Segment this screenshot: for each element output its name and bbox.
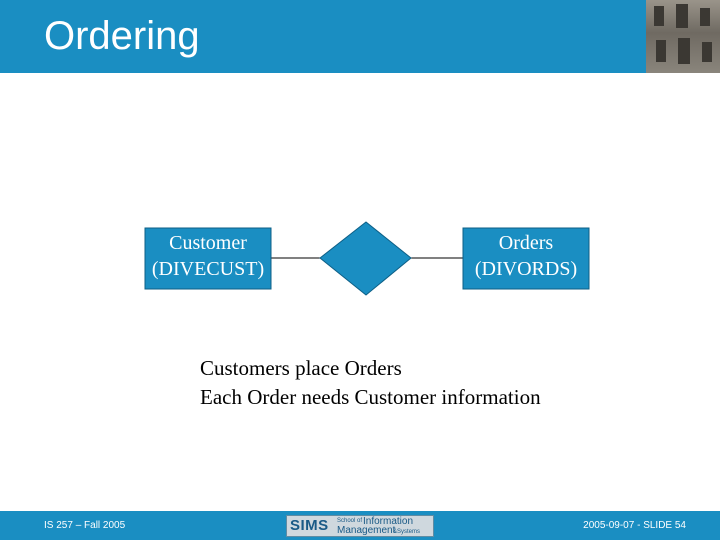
entity-orders-label: Orders (DIVORDS) [463, 230, 589, 282]
footer-course: IS 257 – Fall 2005 [44, 520, 126, 531]
header-bar: Ordering [0, 0, 720, 73]
entity-orders-box [462, 227, 590, 290]
footer-slide-number: 2005-09-07 - SLIDE 54 [583, 520, 686, 531]
caption-line-1: Customers place Orders [200, 356, 402, 380]
footer-bar: IS 257 – Fall 2005 SIMS School of Inform… [0, 511, 720, 540]
logo-management: Management [337, 525, 396, 536]
logo-sims-text: SIMS [290, 517, 329, 534]
entity-orders-table: (DIVORDS) [474, 258, 578, 280]
entity-customer-label: Customer (DIVECUST) [145, 230, 271, 282]
logo-information: Information [363, 516, 414, 527]
header-building-photo [646, 0, 720, 73]
entity-orders-name: Orders [498, 232, 554, 254]
entity-customer-name: Customer [169, 232, 247, 254]
entity-customer-box [144, 227, 272, 290]
relationship-diamond [319, 221, 412, 296]
sims-logo: SIMS School of Information Management &S… [286, 515, 434, 537]
logo-systems: &Systems [393, 529, 421, 535]
entity-customer-table: (DIVECUST) [151, 258, 265, 280]
slide-title: Ordering [44, 14, 200, 58]
logo-school-of: School of [337, 518, 363, 524]
caption-line-2: Each Order needs Customer information [200, 385, 541, 409]
caption: Customers place Orders Each Order needs … [200, 354, 541, 412]
